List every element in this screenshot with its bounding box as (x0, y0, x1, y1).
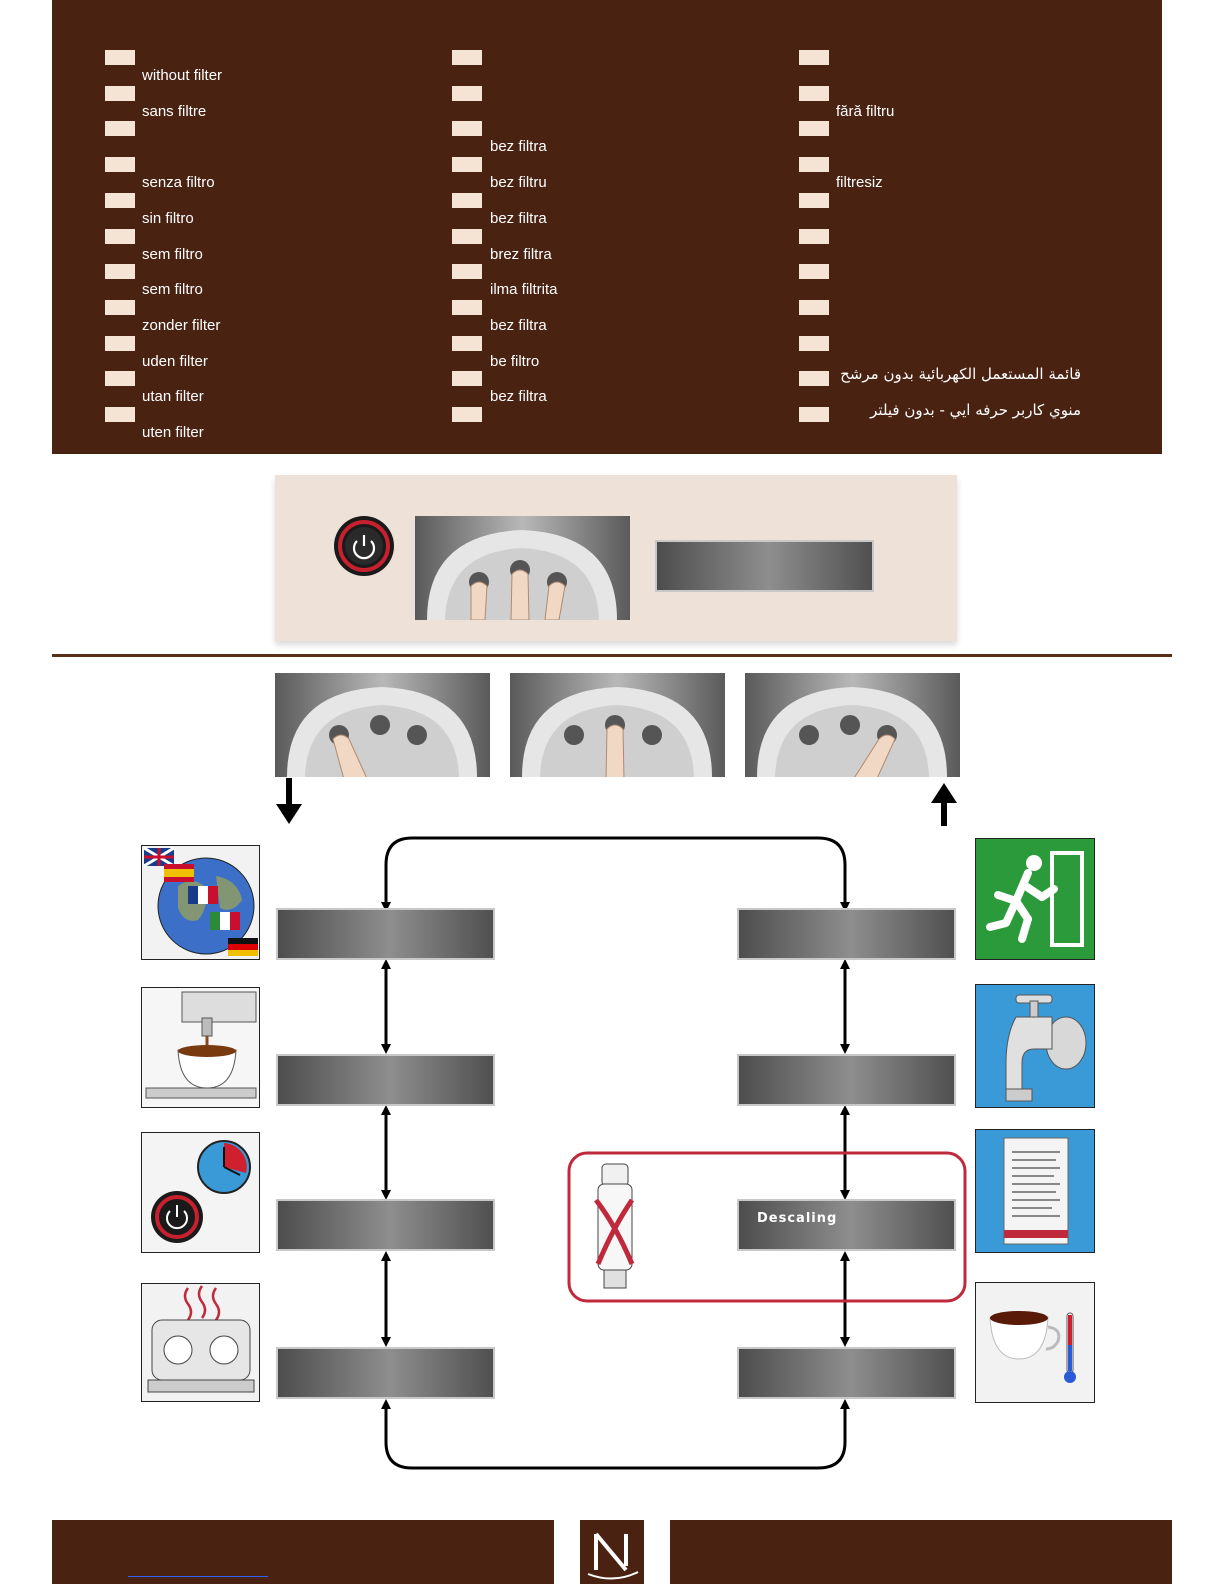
auto-off-timer-icon (141, 1132, 260, 1253)
language-tag (105, 371, 135, 387)
language-tag (452, 407, 482, 422)
menu-screen-left-1 (276, 908, 495, 960)
coffee-cup-volume-icon (141, 987, 260, 1108)
filter-label: zonder filter (142, 316, 221, 334)
nespresso-n-icon (587, 1532, 639, 1580)
language-tag (799, 157, 829, 173)
filter-label: bez filtra (490, 138, 547, 156)
language-tag (105, 85, 135, 101)
language-tag (452, 264, 482, 280)
filter-label: filtresiz (836, 174, 883, 192)
language-tag (105, 228, 135, 244)
filter-label: sem filtro (142, 281, 203, 299)
filter-label: منوي كاربر حرفه ايي - بدون فيلتر (870, 401, 1081, 419)
filter-label: bez filtru (490, 174, 547, 192)
menu-screen-right-2 (737, 1054, 956, 1106)
three-buttons-pressed-icon (415, 516, 630, 620)
panel-display (655, 540, 874, 592)
no-filter-cartridge-icon (594, 1163, 635, 1289)
temperature-cup-icon (975, 1282, 1095, 1403)
nespresso-logo (580, 1520, 644, 1584)
filter-label: ilma filtrita (490, 281, 558, 299)
filter-label: without filter (142, 67, 223, 84)
menu-screen-right-4 (737, 1347, 956, 1399)
language-tag (105, 407, 135, 422)
language-tag (799, 371, 829, 387)
filter-label: senza filtro (142, 174, 215, 192)
filter-label: sem filtro (142, 245, 203, 263)
footer-link-underline[interactable] (128, 1576, 268, 1577)
filter-label: uden filter (142, 352, 208, 370)
language-tag (105, 335, 135, 351)
filter-label: bez filtra (490, 388, 547, 406)
language-tag (452, 371, 482, 387)
language-tag (799, 85, 829, 101)
filter-label: sin filtro (142, 209, 194, 227)
middle-button-press-icon (510, 673, 725, 777)
filter-label: fără filtru (836, 102, 895, 120)
language-tag (452, 335, 482, 351)
language-tag (799, 299, 829, 315)
language-tag (452, 121, 482, 137)
filter-label: be filtro (490, 352, 540, 370)
filter-label: uten filter (142, 424, 204, 441)
menu-screen-left-3 (276, 1199, 495, 1251)
footer-left-bar (52, 1520, 554, 1584)
language-tag (799, 121, 829, 137)
language-tag (799, 228, 829, 244)
language-tag (799, 50, 829, 65)
filter-label: bez filtra (490, 209, 547, 227)
language-tag (452, 50, 482, 65)
section-divider (52, 654, 1172, 657)
filter-label: bez filtra (490, 316, 547, 334)
language-tag (452, 192, 482, 208)
menu-screen-right-1 (737, 908, 956, 960)
menu-screen-descaling: Descaling (737, 1199, 956, 1251)
filter-label: brez filtra (490, 245, 552, 263)
heating-machine-icon (141, 1283, 260, 1402)
language-tag (452, 299, 482, 315)
exit-icon (975, 838, 1095, 960)
water-tap-icon (975, 984, 1095, 1108)
machine-control-panel (275, 475, 957, 641)
language-tag (452, 85, 482, 101)
language-tag (105, 50, 135, 65)
descaling-label: Descaling (757, 1211, 838, 1226)
language-tag (799, 264, 829, 280)
language-globe-icon (141, 845, 260, 960)
filter-label: قائمة المستعمل الكهربائية بدون مرشح (840, 365, 1081, 384)
menu-screen-left-4 (276, 1347, 495, 1399)
language-tag (799, 192, 829, 208)
language-tag (799, 335, 829, 351)
language-tag (452, 157, 482, 173)
footer-right-bar (670, 1520, 1172, 1584)
language-tag (105, 157, 135, 173)
right-button-press-icon (745, 673, 960, 777)
filter-label: sans filtre (142, 102, 207, 120)
language-tag (105, 192, 135, 208)
menu-screen-left-2 (276, 1054, 495, 1106)
descaling-kit-icon (975, 1129, 1095, 1253)
left-button-press-icon (275, 673, 490, 777)
language-tag (105, 121, 135, 137)
language-tag (799, 407, 829, 422)
filter-label: utan filter (142, 388, 204, 406)
language-tag (105, 299, 135, 315)
language-tag (452, 228, 482, 244)
power-button-icon (334, 516, 394, 576)
language-tag (105, 264, 135, 280)
filter-language-banner (52, 0, 1162, 454)
